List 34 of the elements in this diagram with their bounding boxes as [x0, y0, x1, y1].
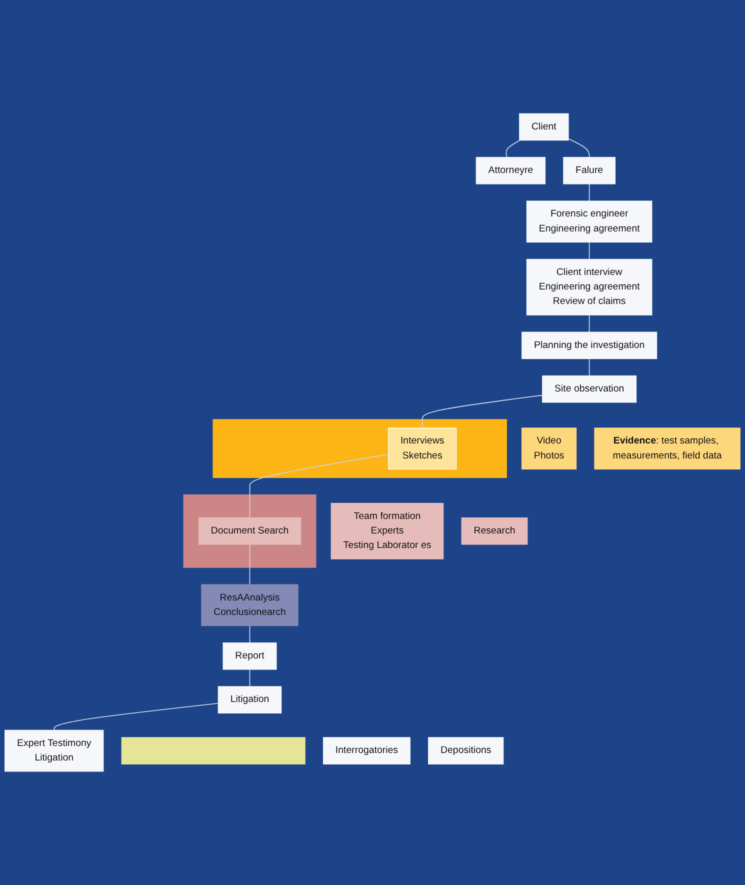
node-box: Falure: [563, 156, 616, 184]
node-box: Report: [222, 642, 277, 670]
connector: [249, 625, 250, 644]
node-box: Client: [519, 113, 569, 141]
node-box: Evidence: test samples, measurements, field data: [594, 428, 740, 470]
node-box: Document Search: [198, 517, 302, 545]
node-box: Depositions: [428, 737, 504, 764]
node-band: [121, 737, 306, 764]
connector: [54, 702, 219, 731]
node-box: Interrogatories: [322, 737, 410, 764]
node-box: Site observation: [542, 375, 637, 403]
connector: [588, 184, 590, 202]
node-box: Research: [461, 517, 528, 545]
node-box: Litigation: [218, 686, 282, 714]
connector: [588, 358, 590, 376]
connector: [588, 314, 590, 332]
cluster: [183, 494, 316, 568]
node-box: ResAAnalysis Conclusionearch: [201, 584, 298, 626]
connector: [568, 138, 590, 158]
node-box: Video Photos: [521, 428, 577, 470]
node-box: Planning the investigation: [522, 332, 658, 360]
connector: [249, 454, 389, 518]
connector: [588, 242, 590, 260]
node-box: Client interview Engineering agreement Review of claims: [526, 258, 652, 316]
connector: [422, 394, 543, 428]
connector: [506, 140, 520, 158]
connector: [249, 544, 250, 585]
node-box: Expert Testimony Litigation: [4, 730, 104, 772]
cluster: [212, 419, 507, 478]
connector: [249, 669, 250, 687]
node-box: Interviews Sketches: [388, 428, 457, 470]
node-box: Attorneyre: [476, 156, 546, 184]
node-box: Team formation Experts Testing Laborator es: [330, 502, 444, 560]
node-box: Forensic engineer Engineering agreement: [526, 200, 652, 243]
